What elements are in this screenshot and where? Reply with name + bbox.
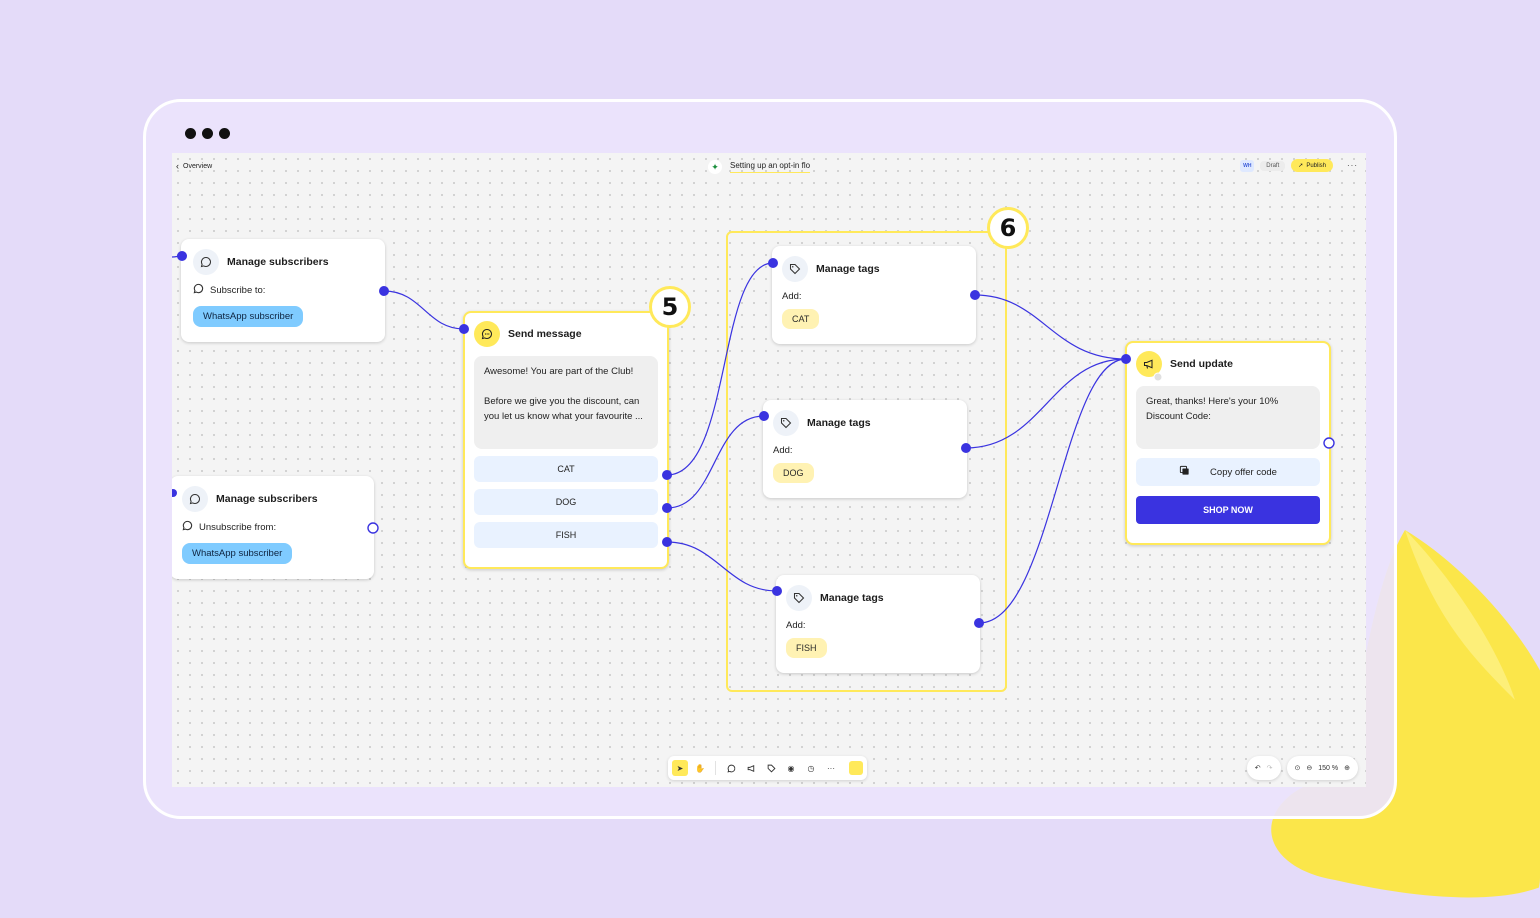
- chat-bubble-icon: [182, 486, 208, 512]
- node-title: Manage tags: [820, 592, 884, 604]
- message-tool-button[interactable]: [723, 760, 739, 776]
- subscribe-label: Subscribe to:: [210, 284, 266, 296]
- color-swatch[interactable]: [849, 761, 863, 775]
- unsubscribe-label: Unsubscribe from:: [199, 521, 277, 533]
- tag-pill-fish[interactable]: FISH: [786, 638, 827, 658]
- hand-tool-button[interactable]: ✋: [695, 763, 705, 773]
- copy-icon: [1179, 465, 1190, 479]
- tag-icon: [773, 410, 799, 436]
- pointer-tool-button[interactable]: ➤: [672, 760, 688, 776]
- shop-now-button[interactable]: SHOP NOW: [1136, 496, 1320, 524]
- option-button-fish[interactable]: FISH: [474, 522, 658, 548]
- copy-label: Copy offer code: [1210, 466, 1277, 478]
- send-message-node[interactable]: Send message Awesome! You are part of th…: [463, 311, 669, 569]
- fit-view-icon[interactable]: ⊙: [1294, 765, 1301, 772]
- node-title: Manage tags: [816, 263, 880, 275]
- node-title: Manage subscribers: [216, 493, 318, 505]
- rocket-icon: ➚: [1298, 163, 1304, 169]
- toolbar-divider: [715, 761, 716, 775]
- publish-button[interactable]: ➚ Publish: [1291, 159, 1333, 172]
- timer-tool-button[interactable]: ◷: [807, 763, 815, 773]
- node-title: Send message: [508, 328, 582, 340]
- step-badge-6: 6: [987, 207, 1029, 249]
- chevron-left-icon: ‹: [176, 161, 179, 171]
- megaphone-icon: [1136, 351, 1162, 377]
- redo-icon[interactable]: ↷: [1266, 765, 1273, 772]
- manage-tags-dog-node[interactable]: Manage tags Add: DOG: [763, 400, 967, 498]
- tag-icon: [782, 256, 808, 282]
- subscription-list-pill[interactable]: WhatsApp subscriber: [193, 306, 304, 327]
- option-button-dog[interactable]: DOG: [474, 489, 658, 515]
- broadcast-tool-button[interactable]: [743, 760, 759, 776]
- node-title: Manage tags: [807, 417, 871, 429]
- node-title: Manage subscribers: [227, 256, 329, 268]
- chat-bubble-icon: [182, 520, 193, 534]
- flow-editor-canvas[interactable]: ‹ Overview ✦ Setting up an opt-in flo WH…: [172, 153, 1366, 787]
- wire-subscribe-to-send-message: [383, 290, 465, 330]
- condition-tool-button[interactable]: ◉: [787, 763, 795, 773]
- tag-pill-dog[interactable]: DOG: [773, 463, 814, 483]
- back-label: Overview: [183, 163, 213, 170]
- manage-subscribers-unsubscribe-node[interactable]: Manage subscribers Unsubscribe from: Wha…: [172, 476, 374, 579]
- megaphone-icon: [747, 764, 754, 772]
- send-update-node[interactable]: Send update Great, thanks! Here's your 1…: [1125, 341, 1331, 545]
- update-message-bubble: Great, thanks! Here's your 10% Discount …: [1136, 386, 1320, 449]
- chat-bubble-icon: [726, 764, 735, 773]
- avatar[interactable]: WH: [1240, 159, 1255, 172]
- back-link[interactable]: ‹ Overview: [176, 162, 212, 171]
- status-badge: Draft: [1260, 160, 1286, 171]
- zoom-box: ⊙ ⊖ 150 % ⊕: [1286, 756, 1358, 780]
- more-menu-button[interactable]: ···: [1347, 161, 1358, 170]
- more-tools-button[interactable]: ···: [827, 763, 835, 773]
- undo-icon[interactable]: ↶: [1254, 765, 1261, 772]
- zoom-out-icon[interactable]: ⊖: [1306, 765, 1313, 772]
- flow-title-text[interactable]: Setting up an opt-in flo: [730, 161, 811, 173]
- add-label: Add:: [782, 291, 802, 302]
- message-line-1: Awesome! You are part of the Club!: [484, 366, 634, 377]
- tag-icon: [786, 585, 812, 611]
- node-title: Send update: [1170, 358, 1234, 370]
- window-controls: [185, 128, 230, 139]
- message-line-2: Before we give you the discount, can you…: [484, 396, 643, 422]
- step-badge-5: 5: [649, 286, 691, 328]
- message-bubble: Awesome! You are part of the Club! Befor…: [474, 356, 658, 449]
- history-controls: ↶ ↷: [1246, 756, 1281, 780]
- zoom-controls: ↶ ↷ ⊙ ⊖ 150 % ⊕: [1246, 756, 1358, 780]
- add-label: Add:: [786, 620, 806, 631]
- zoom-in-icon[interactable]: ⊕: [1344, 765, 1350, 772]
- flow-icon: ✦: [708, 160, 722, 174]
- zoom-level: 150 %: [1318, 764, 1339, 772]
- subscription-list-pill[interactable]: WhatsApp subscriber: [182, 543, 293, 564]
- publish-label: Publish: [1306, 162, 1326, 169]
- tag-pill-cat[interactable]: CAT: [782, 309, 820, 329]
- chat-bubble-icon: [474, 321, 500, 347]
- option-button-cat[interactable]: CAT: [474, 456, 658, 482]
- top-bar: ‹ Overview ✦ Setting up an opt-in flo WH…: [172, 153, 1366, 181]
- manage-tags-cat-node[interactable]: Manage tags Add: CAT: [772, 246, 976, 344]
- chat-bubble-icon: [193, 249, 219, 275]
- tag-icon: [767, 764, 776, 773]
- header-actions: WH Draft ➚ Publish ···: [1240, 159, 1358, 172]
- manage-subscribers-subscribe-node[interactable]: Manage subscribers Subscribe to: WhatsAp…: [181, 239, 385, 342]
- bottom-toolbar: ➤ ✋ ◉ ◷ ···: [668, 756, 867, 780]
- copy-offer-code-button[interactable]: Copy offer code: [1136, 458, 1320, 486]
- manage-tags-fish-node[interactable]: Manage tags Add: FISH: [776, 575, 980, 673]
- tag-tool-button[interactable]: [763, 760, 779, 776]
- chat-bubble-icon: [193, 283, 204, 297]
- add-label: Add:: [773, 445, 793, 456]
- flow-title[interactable]: ✦ Setting up an opt-in flo: [708, 160, 811, 174]
